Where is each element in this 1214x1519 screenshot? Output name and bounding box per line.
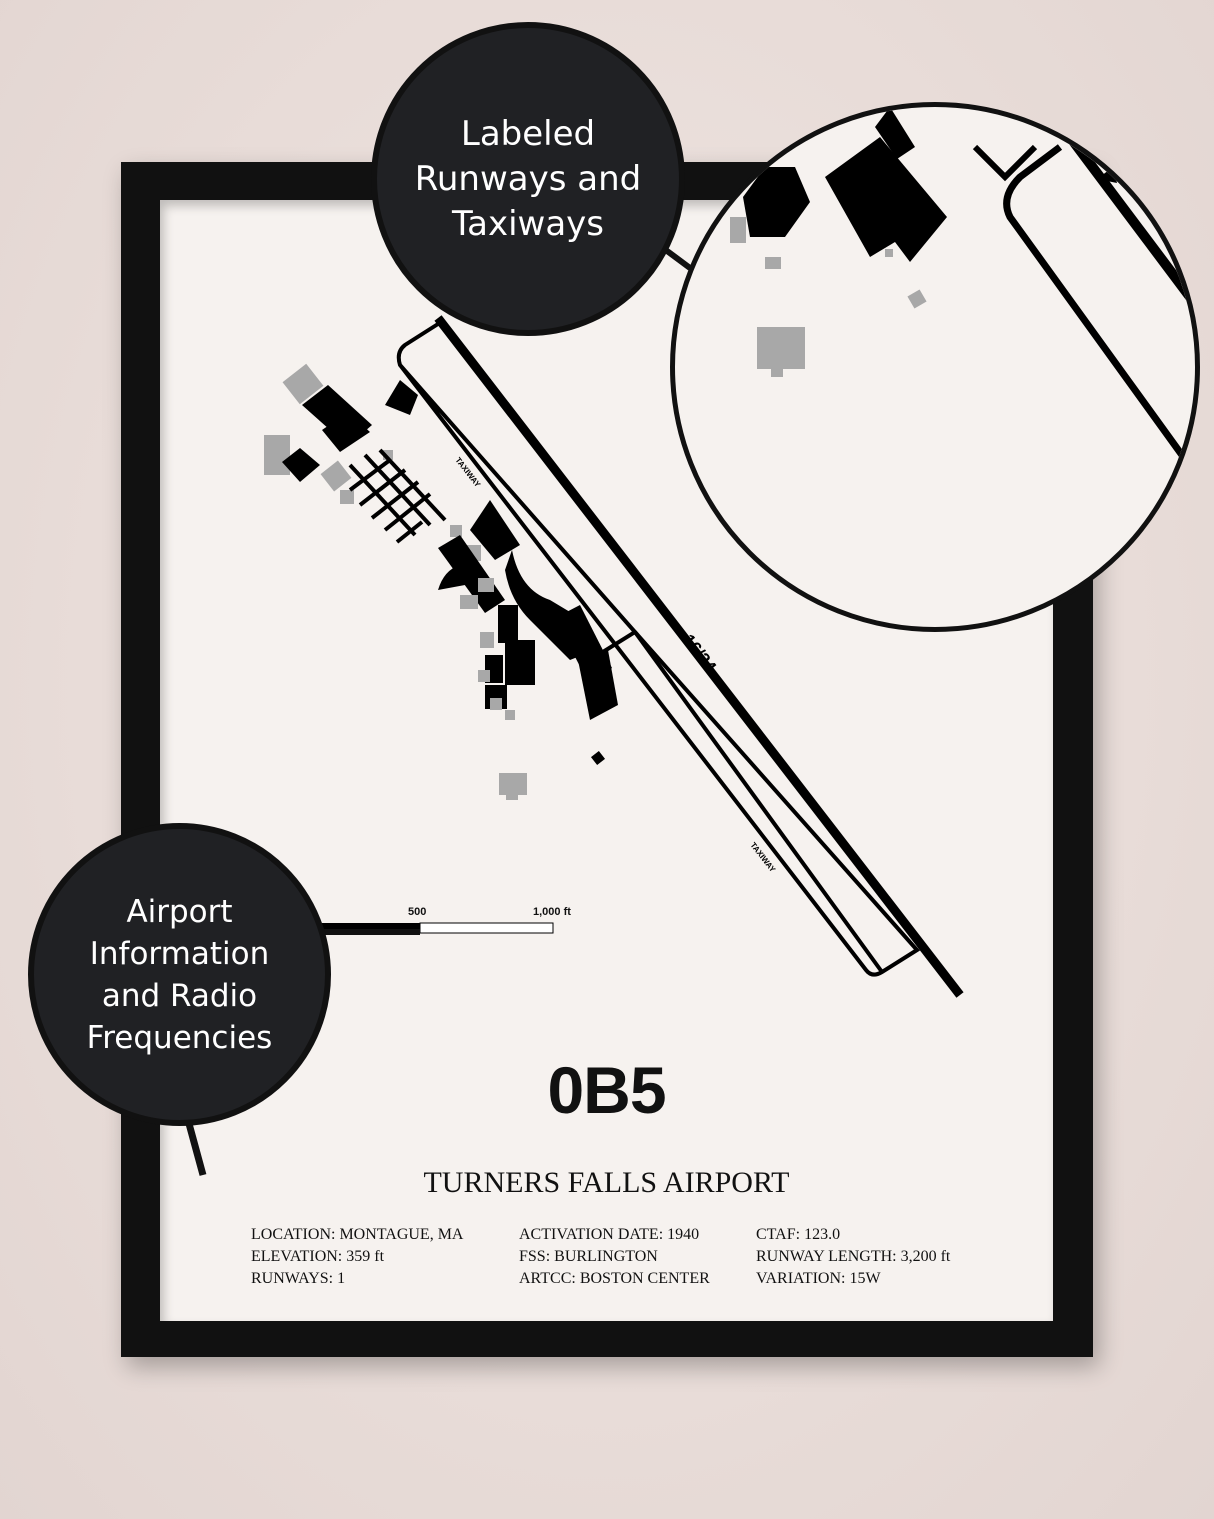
airport-code: 0B5 <box>547 1053 666 1127</box>
info-column-3: CTAF: 123.0 RUNWAY LENGTH: 3,200 ft VARI… <box>756 1224 950 1290</box>
apron-connector <box>385 380 418 415</box>
info-ctaf: CTAF: 123.0 <box>756 1226 841 1243</box>
info-runways: RUNWAYS: 1 <box>251 1270 346 1287</box>
info-column-1: LOCATION: MONTAGUE, MA ELEVATION: 359 ft… <box>251 1224 463 1290</box>
info-runway-length: RUNWAY LENGTH: 3,200 ft <box>756 1248 951 1265</box>
airport-name: TURNERS FALLS AIRPORT <box>423 1166 790 1199</box>
hangar <box>322 412 370 452</box>
runway-16-34 <box>434 315 964 998</box>
info-elevation: ELEVATION: 359 ft <box>251 1248 385 1265</box>
info-artcc: ARTCC: BOSTON CENTER <box>519 1270 710 1287</box>
callout-top-line-1: Labeled <box>460 113 596 154</box>
callout-left-line-3: and Radio <box>101 977 258 1014</box>
hangar <box>383 450 393 460</box>
hangar <box>590 750 606 766</box>
airport-diagram: TAXIWAY 16/34 TAXIWAY <box>264 315 964 998</box>
zoom-taxiway <box>1003 144 1195 480</box>
zoom-runway <box>1066 134 1195 312</box>
callout-left-line-1: Airport <box>126 893 233 930</box>
zoom-hangar <box>907 289 927 309</box>
zoom-hangar <box>771 367 783 377</box>
callout-left-line-2: Information <box>89 935 270 972</box>
hangar <box>506 790 518 800</box>
zoom-taxiway-inner <box>972 144 1038 182</box>
callout-runways-taxiways: Labeled Runways and Taxiways <box>371 22 685 336</box>
callout-airport-information: Airport Information and Radio Frequencie… <box>28 823 331 1126</box>
poster-print: TAXIWAY 16/34 TAXIWAY 500 1,000 ft 0B5 T… <box>160 200 1053 1321</box>
scale-bar <box>280 922 554 934</box>
taxiway-segment <box>596 630 637 657</box>
scale-label-500: 500 <box>408 906 427 918</box>
hangar <box>282 448 320 482</box>
info-location: LOCATION: MONTAGUE, MA <box>251 1226 464 1243</box>
zoom-hangar <box>825 137 947 262</box>
tie-down-area <box>348 448 447 544</box>
hangar <box>450 525 462 537</box>
zoom-hangar <box>875 107 915 159</box>
apron-connector <box>470 500 520 560</box>
zoom-hangar <box>757 327 805 369</box>
callout-left-line-4: Frequencies <box>86 1019 273 1056</box>
info-activation-date: ACTIVATION DATE: 1940 <box>519 1226 700 1243</box>
hangar <box>282 363 324 405</box>
hangar <box>490 698 502 710</box>
zoom-hangar <box>743 167 810 237</box>
zoom-diagram <box>730 107 1195 480</box>
zoom-hangar <box>730 217 746 243</box>
hangar <box>264 435 290 475</box>
info-column-2: ACTIVATION DATE: 1940 FSS: BURLINGTON AR… <box>519 1224 710 1290</box>
hangar <box>578 650 618 720</box>
zoom-detail-circle <box>670 102 1200 632</box>
callout-top-line-3: Taxiways <box>451 203 604 244</box>
hangar <box>478 578 494 592</box>
info-fss: FSS: BURLINGTON <box>519 1248 658 1265</box>
hangar <box>460 595 478 609</box>
hangar <box>340 490 354 504</box>
zoom-hangar <box>765 257 781 269</box>
scale-label-1000: 1,000 ft <box>533 906 571 918</box>
hangar <box>505 640 535 685</box>
taxiway-lower-edge <box>633 630 884 974</box>
hangar <box>478 670 490 682</box>
info-variation: VARIATION: 15W <box>756 1270 881 1287</box>
hangar <box>498 605 518 643</box>
hangar <box>505 710 515 720</box>
hangar <box>438 535 505 613</box>
hangar <box>499 773 527 795</box>
zoom-hangar <box>885 249 893 257</box>
hangar <box>438 565 465 590</box>
hangar <box>320 460 352 492</box>
hangar <box>480 632 494 648</box>
callout-top-line-2: Runways and <box>414 158 642 199</box>
